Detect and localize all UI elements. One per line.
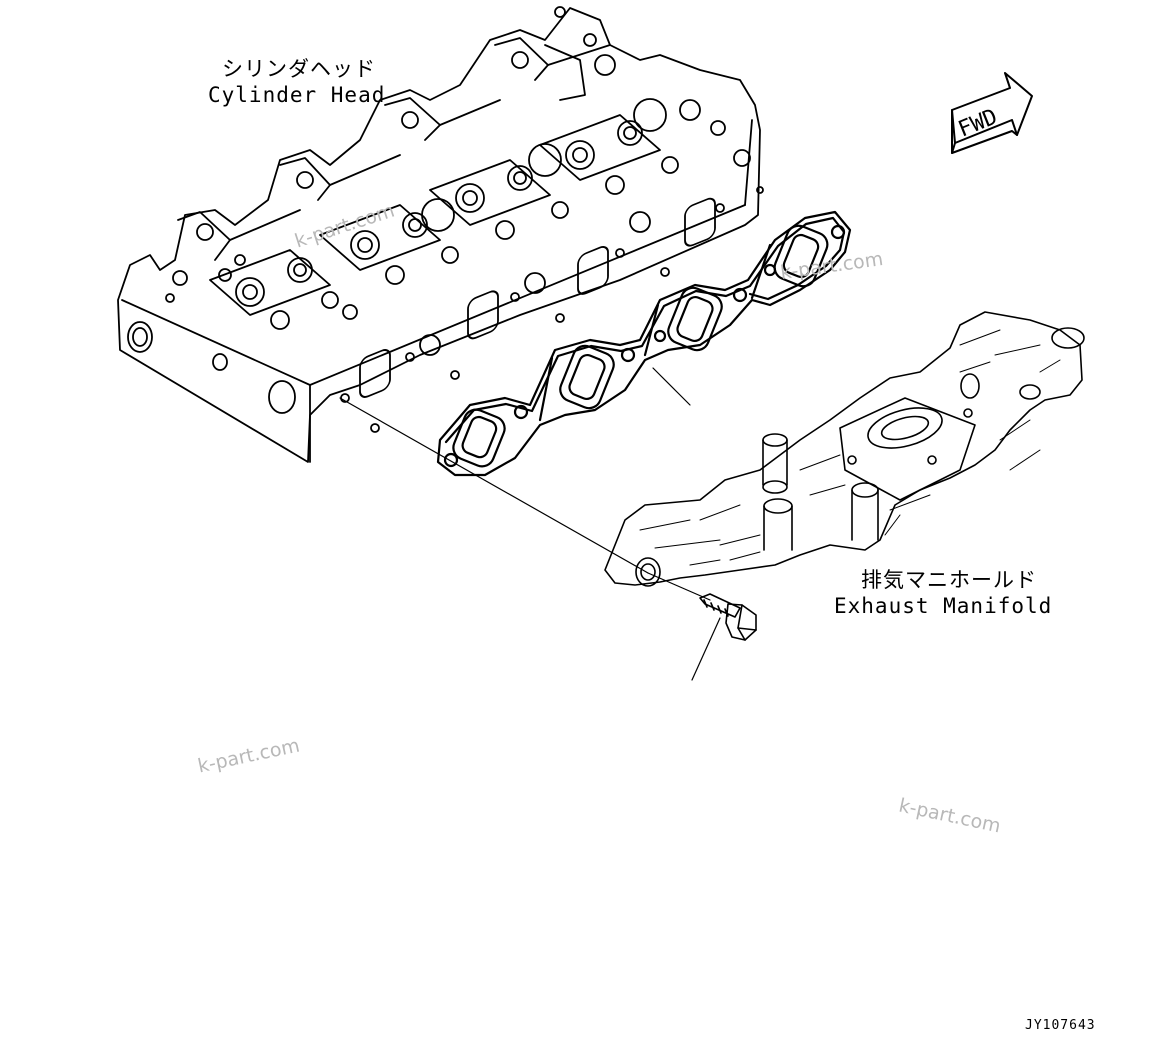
- exhaust-manifold-label-en: Exhaust Manifold: [834, 594, 1053, 618]
- exhaust-manifold-label-ja: 排気マニホールド: [861, 568, 1037, 592]
- drawing-code: JY107643: [1025, 1018, 1096, 1033]
- cylinder-head-label-en: Cylinder Head: [208, 83, 386, 107]
- exhaust-manifold: [604, 311, 1085, 587]
- leader-lines: [339, 367, 721, 681]
- cylinder-head-label-ja: シリンダヘッド: [222, 57, 376, 81]
- cylinder-head: [117, 6, 764, 463]
- flange-bolt: [699, 593, 757, 641]
- fwd-arrow-icon: FWD: [951, 72, 1033, 154]
- exhaust-manifold-gasket: [436, 210, 852, 477]
